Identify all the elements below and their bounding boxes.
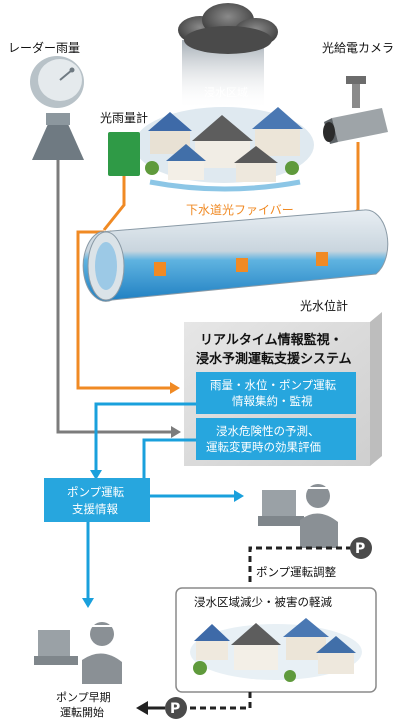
- pump-p-icon: P: [350, 537, 372, 559]
- cloud-icon: [178, 3, 278, 110]
- rain-gauge-icon: [108, 132, 140, 176]
- radar-dish-icon: [30, 56, 84, 160]
- system-title-line2: 浸水予測運転支援システム: [196, 351, 352, 367]
- camera-icon: [323, 76, 388, 144]
- operator-icon: [34, 622, 122, 684]
- prediction-box-line2: 運転変更時の効果評価: [206, 440, 321, 454]
- pump-support-box: [44, 478, 150, 522]
- monitoring-box: [196, 372, 356, 414]
- monitoring-box-line2: 情報集約・監視: [232, 394, 313, 408]
- system-title-line1: リアルタイム情報監視・: [200, 332, 343, 348]
- blue-flow-lines: [86, 402, 236, 600]
- svg-text:P: P: [355, 541, 365, 557]
- monitoring-box-line1: 雨量・水位・ポンプ運転: [210, 378, 337, 392]
- fiber-arrowhead: [170, 382, 180, 394]
- flood-area-town: [134, 107, 314, 192]
- pump-support-line1: ポンプ運転: [67, 485, 125, 499]
- early-start-line2: 運転開始: [60, 705, 104, 719]
- early-start-dashed-line: [190, 692, 252, 710]
- adjust-dashed-line: [248, 546, 352, 582]
- sewer-pipe: [82, 209, 389, 302]
- flow-arrowhead-1: [90, 470, 102, 480]
- fiber-label: 下水道光ファイバー: [186, 203, 294, 217]
- flow-arrowhead-3: [234, 490, 244, 502]
- svg-text:P: P: [170, 701, 180, 717]
- water-level-gauge-label: 光水位計: [300, 298, 348, 313]
- reduction-label: 浸水区域減少・被害の軽減: [194, 595, 332, 609]
- pump-p-icon: P: [165, 697, 187, 719]
- radar-label: レーダー雨量: [8, 40, 80, 55]
- pump-support-line2: 支援情報: [72, 502, 118, 516]
- flood-area-label: 浸水区域: [204, 86, 248, 99]
- reduction-town: [190, 618, 362, 682]
- prediction-box: [196, 418, 356, 460]
- radar-arrowhead: [171, 426, 181, 438]
- early-start-line1: ポンプ早期: [56, 691, 111, 704]
- camera-label: 光給電カメラ: [322, 41, 394, 55]
- early-start-arrowhead: [136, 701, 148, 715]
- flow-arrowhead-2: [82, 598, 94, 608]
- operator-icon: [258, 484, 338, 548]
- rain-gauge-label: 光雨量計: [100, 110, 148, 125]
- radar-line: [56, 160, 175, 434]
- prediction-box-line1: 浸水危険性の予測、: [216, 424, 320, 438]
- pump-adjust-label: ポンプ運転調整: [256, 565, 337, 579]
